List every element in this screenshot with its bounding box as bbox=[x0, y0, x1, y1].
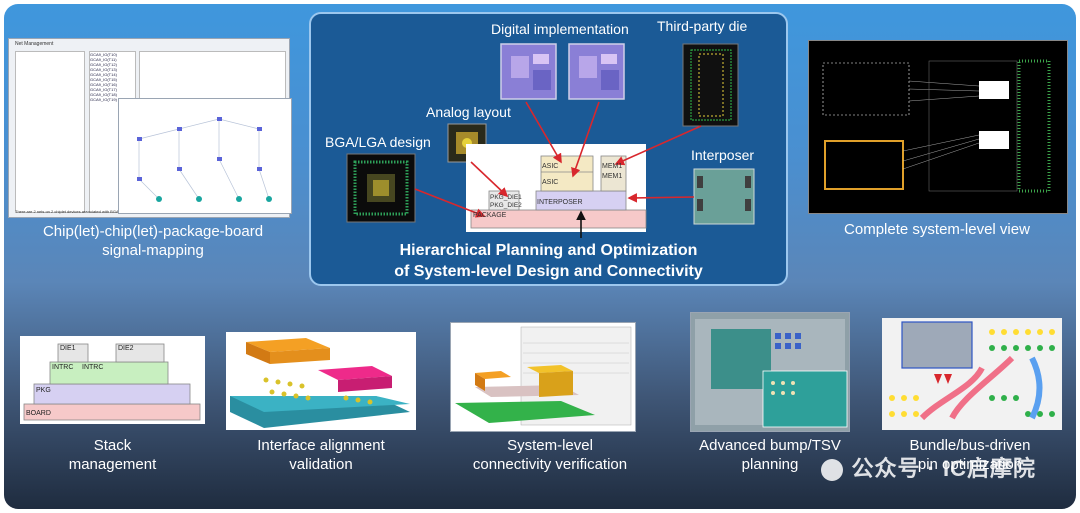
label-interposer: Interposer bbox=[691, 147, 754, 163]
mapping-tree-svg bbox=[137, 117, 272, 202]
list-item: GCA9_IO(T16) bbox=[90, 82, 117, 87]
center-title-line2: of System-level Design and Connectivity bbox=[394, 263, 703, 280]
signal-mapping-label: Chip(let)-chip(let)-package-board signal… bbox=[8, 222, 298, 260]
bundle-pin-label-line1: Bundle/bus-driven bbox=[909, 437, 1031, 454]
status-text: There are 2 nets on 2 chiplet devices as… bbox=[15, 209, 126, 214]
connectivity-svg bbox=[455, 326, 632, 426]
signal-mapping-label-line1: Chip(let)-chip(let)-package-board bbox=[42, 223, 264, 240]
label-analog: Analog layout bbox=[426, 104, 511, 120]
filter-pane bbox=[15, 51, 85, 213]
signal-mapping-label-line2: signal-mapping bbox=[102, 242, 204, 259]
list-item: GCA9_IO(T14) bbox=[90, 72, 117, 77]
stack-management-label: Stack management bbox=[20, 436, 205, 474]
list-item: GCA9_IO(T15) bbox=[90, 77, 117, 82]
connectivity-image bbox=[450, 322, 636, 432]
stack-management-label-line1: Stack bbox=[93, 437, 132, 454]
stack-asic bbox=[540, 155, 594, 192]
connectivity-label-line1: System-level bbox=[507, 437, 593, 454]
list-item: GCA9_IO(T19) bbox=[90, 97, 117, 102]
list-item: GCA9_IO(T11) bbox=[90, 57, 117, 62]
stack-management-label-line2: management bbox=[68, 456, 157, 473]
stack-board: BOARD bbox=[26, 410, 51, 417]
stack-management-svg: DIE1 DIE2 INTRC INTRC PKG BOARD bbox=[23, 343, 201, 421]
label-bga: BGA/LGA design bbox=[325, 134, 431, 150]
list-item: GCA9_IO(T12) bbox=[90, 62, 117, 67]
bundle-pin-label: Bundle/bus-driven pin optimization bbox=[870, 436, 1070, 474]
bump-planning-label-line1: Advanced bump/TSV bbox=[699, 437, 841, 454]
system-view-image bbox=[808, 40, 1068, 214]
bga-design-image bbox=[346, 153, 416, 223]
system-view-svg bbox=[822, 59, 1051, 193]
bundle-pin-label-line2: pin optimization bbox=[917, 456, 1023, 473]
stack-label-pkg-die2: PKG_DIE2 bbox=[490, 202, 522, 209]
list-item: GCA9_IO(T17) bbox=[90, 87, 117, 92]
bump-planning-label-line2: planning bbox=[741, 456, 799, 473]
stack-management-image: DIE1 DIE2 INTRC INTRC PKG BOARD bbox=[20, 336, 205, 424]
center-panel: ASIC ASIC MEM1 MEM1 PKG_DIE1 PKG_DIE2 IN… bbox=[309, 12, 788, 286]
diagram-frame: Net Management GCA9_IO(T10) GCA9_IO(T11)… bbox=[4, 4, 1076, 509]
label-third-party: Third-party die bbox=[657, 18, 747, 34]
digital-die-1 bbox=[500, 43, 557, 100]
stack-label-interposer: INTERPOSER bbox=[537, 199, 583, 206]
stack-die1: DIE1 bbox=[60, 345, 76, 352]
stack-label-mem2: MEM1 bbox=[602, 173, 622, 180]
interface-alignment-label-line1: Interface alignment bbox=[257, 437, 385, 454]
interface-alignment-label: Interface alignment validation bbox=[226, 436, 416, 474]
mapping-tree-view bbox=[118, 98, 292, 214]
stack-label-pkg-die1: PKG_DIE1 bbox=[490, 194, 522, 201]
digital-die-2 bbox=[568, 43, 625, 100]
list-item: GCA9_IO(T13) bbox=[90, 67, 117, 72]
bundle-pin-svg bbox=[882, 318, 1062, 430]
interface-alignment-image bbox=[226, 332, 416, 430]
list-item: GCA9_IO(T18) bbox=[90, 92, 117, 97]
window-title: Net Management bbox=[15, 41, 54, 47]
center-diagram-svg: ASIC ASIC MEM1 MEM1 PKG_DIE1 PKG_DIE2 IN… bbox=[325, 18, 755, 238]
interposer-image bbox=[693, 168, 755, 225]
stack-die2: DIE2 bbox=[118, 345, 134, 352]
watermark: 公众号 · IC启摩院 bbox=[821, 451, 1036, 483]
stack-label-mem1: MEM1 bbox=[602, 163, 622, 170]
bundle-pin-image bbox=[882, 318, 1062, 430]
bump-planning-label: Advanced bump/TSV planning bbox=[670, 436, 870, 474]
label-digital: Digital implementation bbox=[491, 21, 629, 37]
interface-alignment-svg bbox=[230, 338, 410, 428]
watermark-text: 公众号 · IC启摩院 bbox=[851, 456, 1036, 481]
bump-planning-svg bbox=[695, 319, 848, 428]
wechat-icon bbox=[821, 459, 844, 482]
stack-label-package: PACKAGE bbox=[473, 212, 507, 219]
stack-intrc: INTRC bbox=[52, 364, 73, 371]
connectivity-label-line2: connectivity verification bbox=[472, 456, 628, 473]
third-party-die bbox=[682, 43, 739, 127]
connectivity-label: System-level connectivity verification bbox=[450, 436, 650, 474]
bump-planning-image bbox=[690, 312, 850, 432]
list-item: GCA9_IO(T10) bbox=[90, 52, 117, 57]
stack-intrc2: INTRC bbox=[82, 364, 103, 371]
stack-pkg: PKG bbox=[36, 387, 51, 394]
center-title-line1: Hierarchical Planning and Optimization bbox=[399, 242, 698, 259]
interface-alignment-label-line2: validation bbox=[289, 456, 353, 473]
stack-label-asic-top: ASIC bbox=[542, 163, 558, 170]
system-view-label: Complete system-level view bbox=[844, 221, 1030, 238]
mapping-arrows bbox=[414, 101, 702, 218]
stack-label-asic-mid: ASIC bbox=[542, 179, 558, 186]
